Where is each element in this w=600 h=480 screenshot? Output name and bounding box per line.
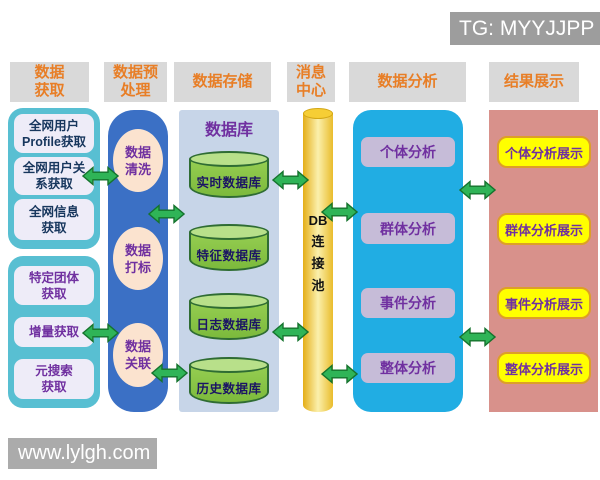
column-header-preprocessing: 数据预 处理: [104, 62, 167, 102]
cylinder-body: [189, 301, 269, 340]
header-line: 中心: [295, 82, 326, 99]
double-arrow-icon: [272, 169, 309, 191]
label-line: 元搜索: [35, 364, 73, 378]
header-line: 数据存储: [192, 73, 253, 90]
label-line: 数据: [124, 242, 151, 258]
header-line: 消息: [295, 64, 326, 81]
acquisition-item-incremental: 增量获取: [14, 317, 94, 347]
cylinder-body: [189, 365, 269, 404]
watermark-bottom: www.lylgh.com: [8, 438, 157, 469]
double-arrow-icon: [321, 363, 358, 385]
label-line: 系获取: [35, 177, 73, 191]
analysis-item-individual: 个体分析: [361, 137, 455, 167]
db-pool-label: DB 连 接 池: [303, 213, 333, 294]
label-line: 增量获取: [28, 325, 79, 339]
acquisition-item-relations: 全网用户关 系获取: [14, 157, 94, 195]
result-item-overall: 整体分析展示: [497, 352, 591, 384]
label-line: 获取: [41, 380, 67, 394]
label-line: 获取: [41, 286, 67, 301]
double-arrow-icon: [148, 203, 185, 225]
double-arrow-icon: [82, 165, 119, 187]
header-line: 结果展示: [503, 73, 564, 90]
label-line: 打标: [124, 259, 151, 275]
label-line: 数据: [124, 144, 151, 160]
cylinder-top: [189, 357, 269, 373]
database-label: 日志数据库: [196, 318, 262, 332]
label-line: 全网信息: [28, 204, 79, 219]
double-arrow-icon: [459, 179, 496, 201]
database-cylinder-realtime: 实时数据库: [189, 151, 269, 198]
database-cylinder-feature: 特征数据库: [189, 224, 269, 271]
column-header-analysis: 数据分析: [349, 62, 466, 102]
acquisition-item-metasearch: 元搜索 获取: [14, 359, 94, 399]
database-cylinder-log: 日志数据库: [189, 293, 269, 340]
header-line: 数据分析: [377, 73, 438, 90]
column-header-acquisition: 数据 获取: [10, 62, 89, 102]
label-line: 连: [311, 234, 325, 249]
label-line: 全网用户: [28, 118, 79, 133]
double-arrow-icon: [151, 362, 188, 384]
cylinder-top: [303, 108, 333, 119]
double-arrow-icon: [321, 201, 358, 223]
acquisition-item-profile: 全网用户 Profile获取: [14, 114, 94, 153]
analysis-item-overall: 整体分析: [361, 353, 455, 383]
analysis-item-group: 群体分析: [361, 213, 455, 244]
header-line: 获取: [34, 82, 65, 99]
label-line: 接: [311, 256, 325, 271]
preprocess-step-linking: 数据 关联: [113, 323, 163, 387]
header-line: 数据预: [112, 64, 158, 81]
database-label: 特征数据库: [196, 249, 262, 263]
result-item-event: 事件分析展示: [497, 287, 591, 319]
acquisition-item-groups: 特定团体 获取: [14, 266, 94, 305]
header-line: 数据: [34, 64, 65, 81]
database-label: 历史数据库: [196, 382, 262, 396]
double-arrow-icon: [82, 322, 119, 344]
watermark-top: TG: MYYJJPP: [450, 12, 600, 45]
label-line: 池: [311, 278, 325, 293]
label-line: Profile获取: [22, 134, 86, 149]
cylinder-top: [189, 293, 269, 309]
label-line: 清洗: [124, 161, 151, 177]
preprocess-step-tagging: 数据 打标: [113, 227, 163, 290]
db-connection-pool-cylinder: DB 连 接 池: [303, 108, 333, 412]
double-arrow-icon: [272, 321, 309, 343]
database-group-label: 数据库: [204, 122, 253, 139]
preprocess-step-cleaning: 数据 清洗: [113, 129, 163, 192]
label-line: 全网用户关: [22, 161, 86, 175]
column-header-storage: 数据存储: [174, 62, 271, 102]
label-line: 特定团体: [28, 270, 79, 285]
cylinder-top: [189, 224, 269, 240]
database-cylinder-history: 历史数据库: [189, 357, 269, 404]
acquisition-item-info: 全网信息 获取: [14, 199, 94, 240]
label-line: DB: [308, 213, 328, 228]
result-item-group: 群体分析展示: [497, 213, 591, 245]
column-header-message-center: 消息 中心: [287, 62, 335, 102]
column-header-results: 结果展示: [489, 62, 579, 102]
label-line: 获取: [41, 220, 67, 235]
cylinder-top: [189, 151, 269, 167]
label-line: 数据: [124, 339, 151, 354]
analysis-item-event: 事件分析: [361, 288, 455, 318]
result-item-individual: 个体分析展示: [497, 136, 591, 168]
cylinder-body: [303, 113, 333, 412]
label-line: 关联: [124, 356, 151, 371]
database-label: 实时数据库: [196, 176, 262, 190]
double-arrow-icon: [459, 326, 496, 348]
header-line: 处理: [120, 82, 151, 99]
